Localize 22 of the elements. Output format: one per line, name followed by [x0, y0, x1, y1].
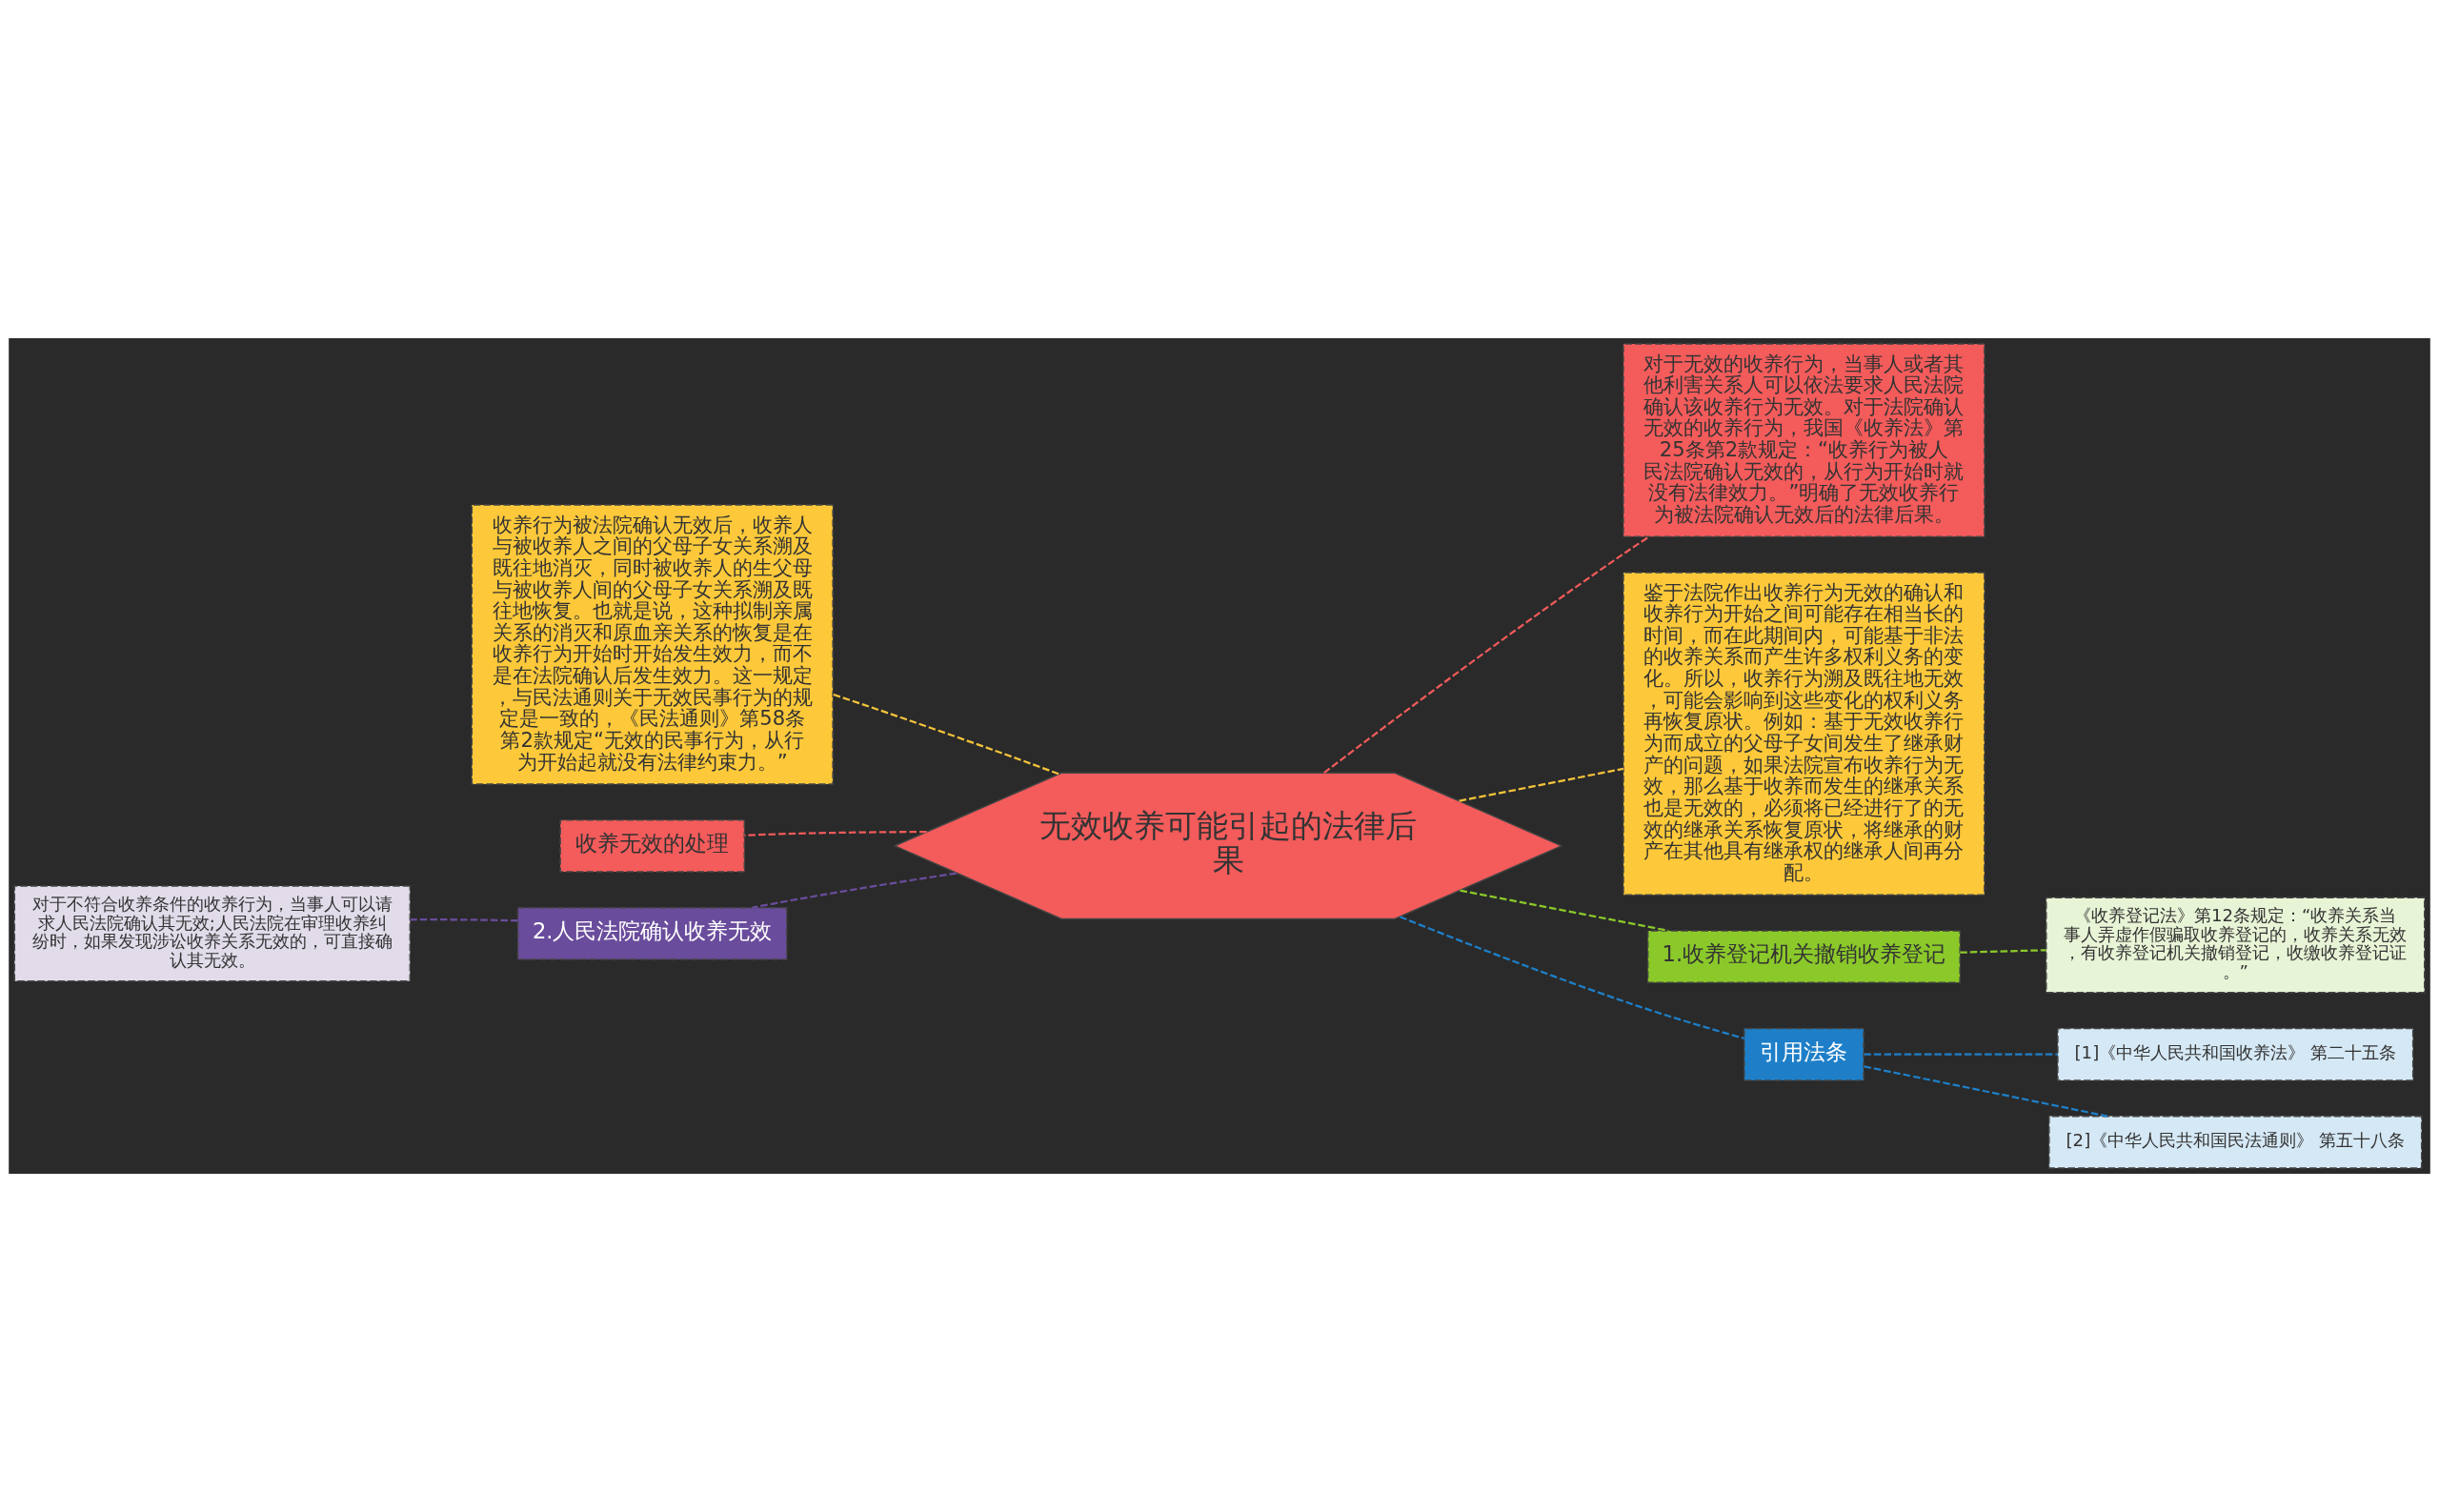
node-box: 鉴于法院作出收养行为无效的确认和收养行为开始之间可能存在相当长的时间，而在此期间内，可能基于非法的收养关系而产生许多权利义务的变化。所以，收养行为溯及既往地无效，可能会影响到这些变化的权利义务再恢复原状。例如：基于无效收养行为而成立的父母子女间发生了继承财产的问题，如果法院宣布收养行为无效，那么基于收养而发生的继承关系也是无效的，必须将已经进行了的无效的继承关系恢复原状，将继承的财产在其他具有继承权的继承人间再分配。 [1623, 572, 1985, 896]
node-box: 引用法条 [1744, 1027, 1865, 1081]
node-box: [2]《中华人民共和国民法通则》 第五十八条 [2048, 1115, 2423, 1169]
connector [1864, 1053, 2058, 1056]
connector [1460, 889, 1669, 932]
connector [1459, 767, 1624, 802]
connector [752, 872, 957, 909]
connector [1323, 535, 1650, 775]
node-box: 《收养登记法》第12条规定：“收养关系当事人弄虚作假骗取收养登记的，收养关系无效，有收养登记机关撤销登记，收缴收养登记证。” [2046, 897, 2426, 994]
node-box: 对于无效的收养行为，当事人或者其他利害关系人可以依法要求人民法院确认该收养行为无效。对于法院确认无效的收养行为，我国《收养法》第25条第2款规定：“收养行为被人民法院确认无效的，从行为开始时就没有法律效力。”明确了无效收养行为被法院确认无效后的法律后果。 [1623, 343, 1985, 538]
node-box: 收养行为被法院确认无效后，收养人与被收养人之间的父母子女关系溯及既往地消灭，同时被收养人的生父母与被收养人间的父母子女关系溯及既往地恢复。也就是说，这种拟制亲属关系的消灭和原血亲关系的恢复是在收养行为开始时开始发生效力，而不是在法院确认后发生效力。这一规定，与民法通则关于无效民事行为的规定是一致的，《民法通则》第58条第2款规定“无效的民事行为，从行为开始起就没有法律约束力。” [471, 504, 834, 785]
node-box: 对于不符合收养条件的收养行为，当事人可以请求人民法院确认其无效;人民法院在审理收养纠纷时，如果发现涉讼收养关系无效的，可直接确认其无效。 [13, 885, 412, 982]
connector [833, 693, 1059, 776]
node-box: 2.人民法院确认收养无效 [516, 907, 788, 960]
node-box: 收养无效的处理 [559, 818, 746, 873]
connector [1864, 1065, 2108, 1118]
node-box: [1]《中华人民共和国收养法》 第二十五条 [2057, 1027, 2414, 1081]
connector [744, 831, 927, 837]
connector [410, 918, 518, 922]
node-box: 1.收养登记机关撤销收养登记 [1646, 930, 1961, 983]
connector [1400, 916, 1744, 1039]
connector [1960, 949, 2046, 954]
